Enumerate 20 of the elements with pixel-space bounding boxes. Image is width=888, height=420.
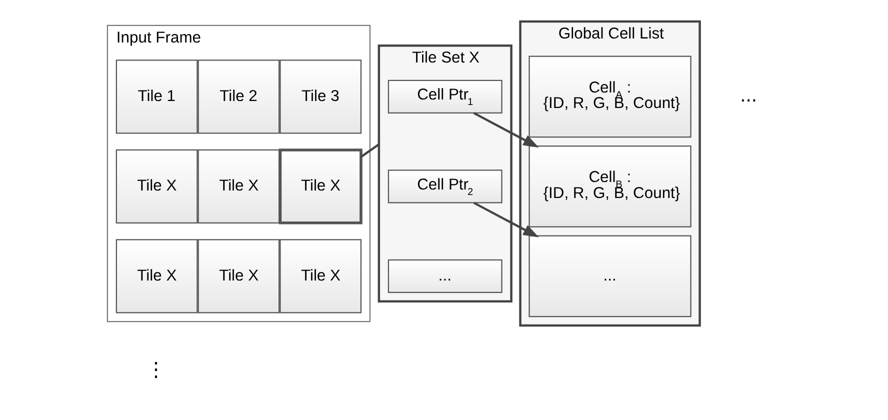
node-box: Tile X [280, 239, 362, 314]
node-box: Cell$_{A}$ : {ID, R, G, B, Count} [528, 56, 692, 138]
node-box: ... [388, 259, 502, 293]
node-box: Cell Ptr$_{2}$ [388, 170, 502, 204]
node-box: Cell$_{B}$ : {ID, R, G, B, Count} [528, 146, 692, 228]
label: ... [740, 84, 757, 107]
connector [360, 143, 380, 158]
arrow [473, 202, 539, 238]
node-box: Tile X [278, 148, 362, 224]
node-box: Tile 3 [280, 60, 362, 134]
label: ⋮ [146, 358, 166, 381]
node-box: Tile 2 [198, 60, 280, 134]
node-box: Cell Ptr$_{1}$ [388, 80, 502, 114]
node-box: Tile X [116, 239, 198, 314]
node-box: ... [528, 235, 692, 318]
arrow [473, 112, 539, 148]
node-box: Tile X [198, 239, 280, 314]
node-box: Tile X [116, 149, 198, 224]
node-box: Tile X [198, 149, 280, 224]
node-box: Tile 1 [116, 60, 198, 134]
